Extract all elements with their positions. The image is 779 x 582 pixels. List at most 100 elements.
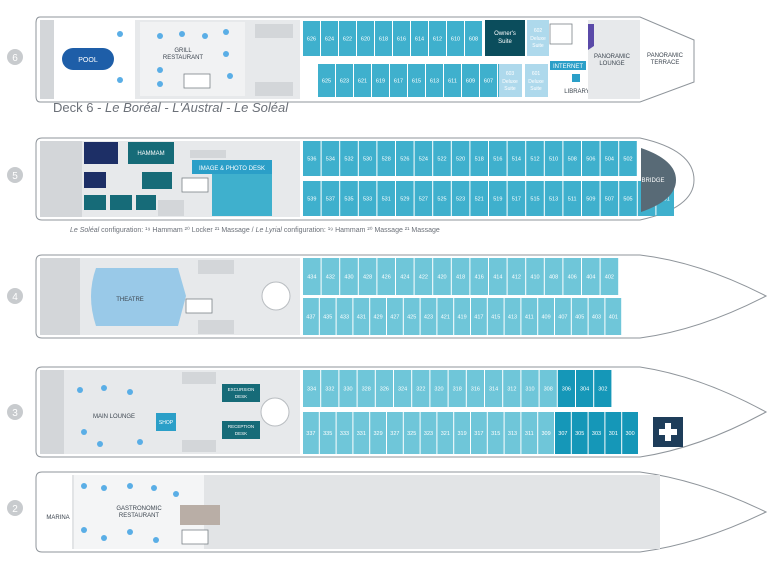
deck-2-number: 2 bbox=[12, 504, 18, 515]
internet-label: INTERNET bbox=[553, 64, 583, 70]
deluxe-suite-603-number: 603 bbox=[506, 71, 515, 77]
cabin-532 bbox=[340, 141, 358, 176]
deck-3-service-block bbox=[182, 372, 216, 384]
cabin-number: 409 bbox=[542, 315, 551, 321]
cabin-515 bbox=[526, 181, 544, 216]
cabin-517 bbox=[507, 181, 526, 216]
main-lounge-tables bbox=[77, 385, 143, 447]
cabin-number: 417 bbox=[474, 315, 483, 321]
cabin-313 bbox=[504, 412, 521, 454]
cabin-432 bbox=[321, 258, 340, 295]
cabin-number: 609 bbox=[466, 79, 475, 85]
restroom-icon bbox=[185, 298, 213, 314]
cabin-number: 527 bbox=[419, 197, 428, 203]
deck-3-service-block bbox=[182, 440, 216, 452]
cabin-number: 402 bbox=[605, 275, 614, 281]
cabin-number: 607 bbox=[484, 79, 493, 85]
cabin-number: 534 bbox=[326, 157, 335, 163]
cabin-531 bbox=[377, 181, 395, 216]
table-icon bbox=[77, 387, 83, 393]
deck-5-number: 5 bbox=[12, 171, 18, 182]
hammam-label: HAMMAM bbox=[137, 151, 164, 157]
cabin-number: 406 bbox=[568, 275, 577, 281]
cabin-410 bbox=[526, 258, 544, 295]
cabin-334 bbox=[303, 370, 321, 407]
cabin-521 bbox=[470, 181, 488, 216]
deck-4-number-badge bbox=[7, 288, 23, 304]
cabin-number: 512 bbox=[530, 157, 539, 163]
cabin-610 bbox=[447, 21, 464, 56]
cabin-613 bbox=[426, 64, 443, 97]
cabin-number: 416 bbox=[475, 275, 484, 281]
cabin-617 bbox=[390, 64, 407, 97]
deck-6-service-block bbox=[255, 24, 293, 38]
reception-desk bbox=[222, 421, 260, 439]
cabin-number: 528 bbox=[382, 157, 391, 163]
cabin-number: 423 bbox=[424, 315, 433, 321]
cabin-number: 432 bbox=[326, 275, 335, 281]
cabin-number: 622 bbox=[343, 37, 352, 43]
spa-room-5 bbox=[136, 195, 156, 210]
cabin-528 bbox=[377, 141, 395, 176]
deck-3-number-badge bbox=[7, 404, 23, 420]
deck-6-stern-deck bbox=[40, 20, 54, 99]
cabin-number: 620 bbox=[361, 37, 370, 43]
marina-label: MARINA bbox=[46, 515, 69, 521]
cabin-423 bbox=[420, 298, 437, 335]
cabin-311 bbox=[521, 412, 538, 454]
cabin-328 bbox=[357, 370, 375, 407]
cabin-number: 611 bbox=[448, 79, 457, 85]
restroom-icon bbox=[549, 23, 573, 45]
cabin-number: 621 bbox=[358, 79, 367, 85]
table-icon bbox=[117, 31, 123, 37]
cabin-number: 509 bbox=[586, 197, 595, 203]
cabin-number: 332 bbox=[325, 387, 334, 393]
table-icon bbox=[97, 441, 103, 447]
deck-6-number-badge bbox=[7, 49, 23, 65]
cabin-number: 325 bbox=[407, 431, 416, 437]
cabin-number: 435 bbox=[323, 315, 332, 321]
cabin-number: 626 bbox=[307, 37, 316, 43]
shop-label: SHOP bbox=[159, 420, 174, 426]
cabin-number: 506 bbox=[586, 157, 595, 163]
cabin-608 bbox=[465, 21, 482, 56]
cabin-505 bbox=[619, 181, 637, 216]
cabin-number: 408 bbox=[549, 275, 558, 281]
cabin-303 bbox=[588, 412, 605, 454]
cabin-number: 618 bbox=[379, 37, 388, 43]
table-icon bbox=[157, 81, 163, 87]
cabin-322 bbox=[412, 370, 430, 407]
cabin-number: 615 bbox=[412, 79, 421, 85]
cabin-411 bbox=[521, 298, 538, 335]
owners-suite bbox=[485, 20, 525, 56]
cabin-number: 333 bbox=[340, 431, 349, 437]
cabin-number: 624 bbox=[325, 37, 334, 43]
cabin-number: 301 bbox=[609, 431, 618, 437]
cabin-number: 613 bbox=[430, 79, 439, 85]
table-icon bbox=[157, 33, 163, 39]
cabin-number: 316 bbox=[471, 387, 480, 393]
cabin-317 bbox=[471, 412, 487, 454]
cabin-419 bbox=[454, 298, 470, 335]
cabin-506 bbox=[582, 141, 600, 176]
cabin-number: 309 bbox=[542, 431, 551, 437]
cabin-619 bbox=[372, 64, 389, 97]
cabin-319 bbox=[454, 412, 470, 454]
cabin-number: 535 bbox=[344, 197, 353, 203]
spa-room-3 bbox=[84, 195, 106, 210]
table-icon bbox=[101, 485, 107, 491]
cabin-number: 424 bbox=[400, 275, 409, 281]
cabin-612 bbox=[429, 21, 446, 56]
cabin-516 bbox=[489, 141, 507, 176]
table-icon bbox=[81, 483, 87, 489]
cabin-number: 415 bbox=[491, 315, 500, 321]
cabin-number: 514 bbox=[512, 157, 521, 163]
marina-area bbox=[40, 475, 72, 549]
cabin-number: 502 bbox=[623, 157, 632, 163]
cabin-number: 312 bbox=[507, 387, 516, 393]
cabin-number: 401 bbox=[609, 315, 618, 321]
